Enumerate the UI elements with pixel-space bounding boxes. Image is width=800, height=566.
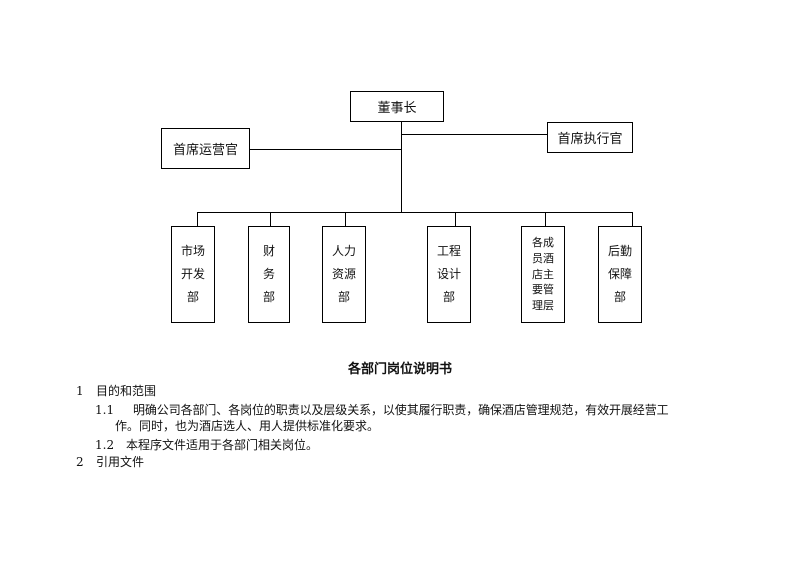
department-box-marketing: 市场 开发 部 (171, 226, 215, 323)
department-box-hotel-management: 各成 员酒 店主 要管 理层 (521, 226, 565, 323)
department-box-hr: 人力 资源 部 (322, 226, 366, 323)
chairman-box: 董事长 (350, 91, 444, 122)
subsection-number: 1.2 (95, 438, 115, 452)
drop-line-1 (197, 212, 198, 226)
ceo-label: 首席执行官 (557, 132, 623, 147)
drop-line-3 (345, 212, 346, 226)
drop-line-4 (455, 212, 456, 226)
ceo-connector-line (401, 134, 547, 135)
department-line: 部 (442, 289, 455, 304)
document-title: 各部门岗位说明书 (347, 362, 452, 377)
paragraph-text-continued: 作。同时，也为酒店选人、用人提供标准化要求。 (115, 419, 380, 433)
department-line: 财 (262, 244, 275, 259)
department-line: 保障 (607, 267, 632, 282)
department-box-engineering: 工程 设计 部 (427, 226, 471, 323)
coo-box: 首席运营官 (161, 128, 250, 169)
department-line: 市场 (180, 244, 205, 259)
drop-line-6 (632, 212, 633, 226)
coo-label: 首席运营官 (172, 143, 238, 158)
department-line: 各成 (532, 235, 554, 249)
section-heading: 目的和范围 (96, 384, 157, 398)
department-bus-line (197, 212, 633, 213)
department-line: 后勤 (607, 244, 632, 259)
department-line: 开发 (180, 267, 205, 282)
department-line: 员酒 (532, 251, 554, 265)
drop-line-5 (545, 212, 546, 226)
coo-connector-line (250, 149, 401, 150)
section-number: 1 (76, 384, 84, 398)
paragraph-text: 明确公司各部门、各岗位的职责以及层级关系，以使其履行职责，确保酒店管理规范，有效… (133, 403, 669, 417)
department-line: 工程 (436, 244, 461, 259)
paragraph-text: 本程序文件适用于各部门相关岗位。 (126, 438, 319, 452)
department-line: 资源 (331, 267, 356, 282)
ceo-box: 首席执行官 (547, 122, 633, 153)
chairman-label: 董事长 (377, 101, 417, 116)
department-line: 理层 (532, 299, 554, 313)
department-line: 店主 (532, 267, 554, 281)
department-line: 务 (262, 267, 275, 282)
subsection-number: 1.1 (95, 403, 115, 417)
drop-line-2 (270, 212, 271, 226)
department-box-logistics: 后勤 保障 部 (598, 226, 642, 323)
department-line: 人力 (331, 244, 356, 259)
department-box-finance: 财 务 部 (248, 226, 290, 323)
section-heading: 引用文件 (96, 455, 145, 469)
department-line: 部 (613, 289, 626, 304)
department-line: 部 (186, 289, 199, 304)
department-line: 要管 (532, 283, 554, 297)
department-line: 部 (262, 289, 275, 304)
section-number: 2 (76, 455, 84, 469)
department-line: 部 (337, 289, 350, 304)
trunk-line (401, 121, 402, 212)
department-line: 设计 (436, 267, 461, 282)
